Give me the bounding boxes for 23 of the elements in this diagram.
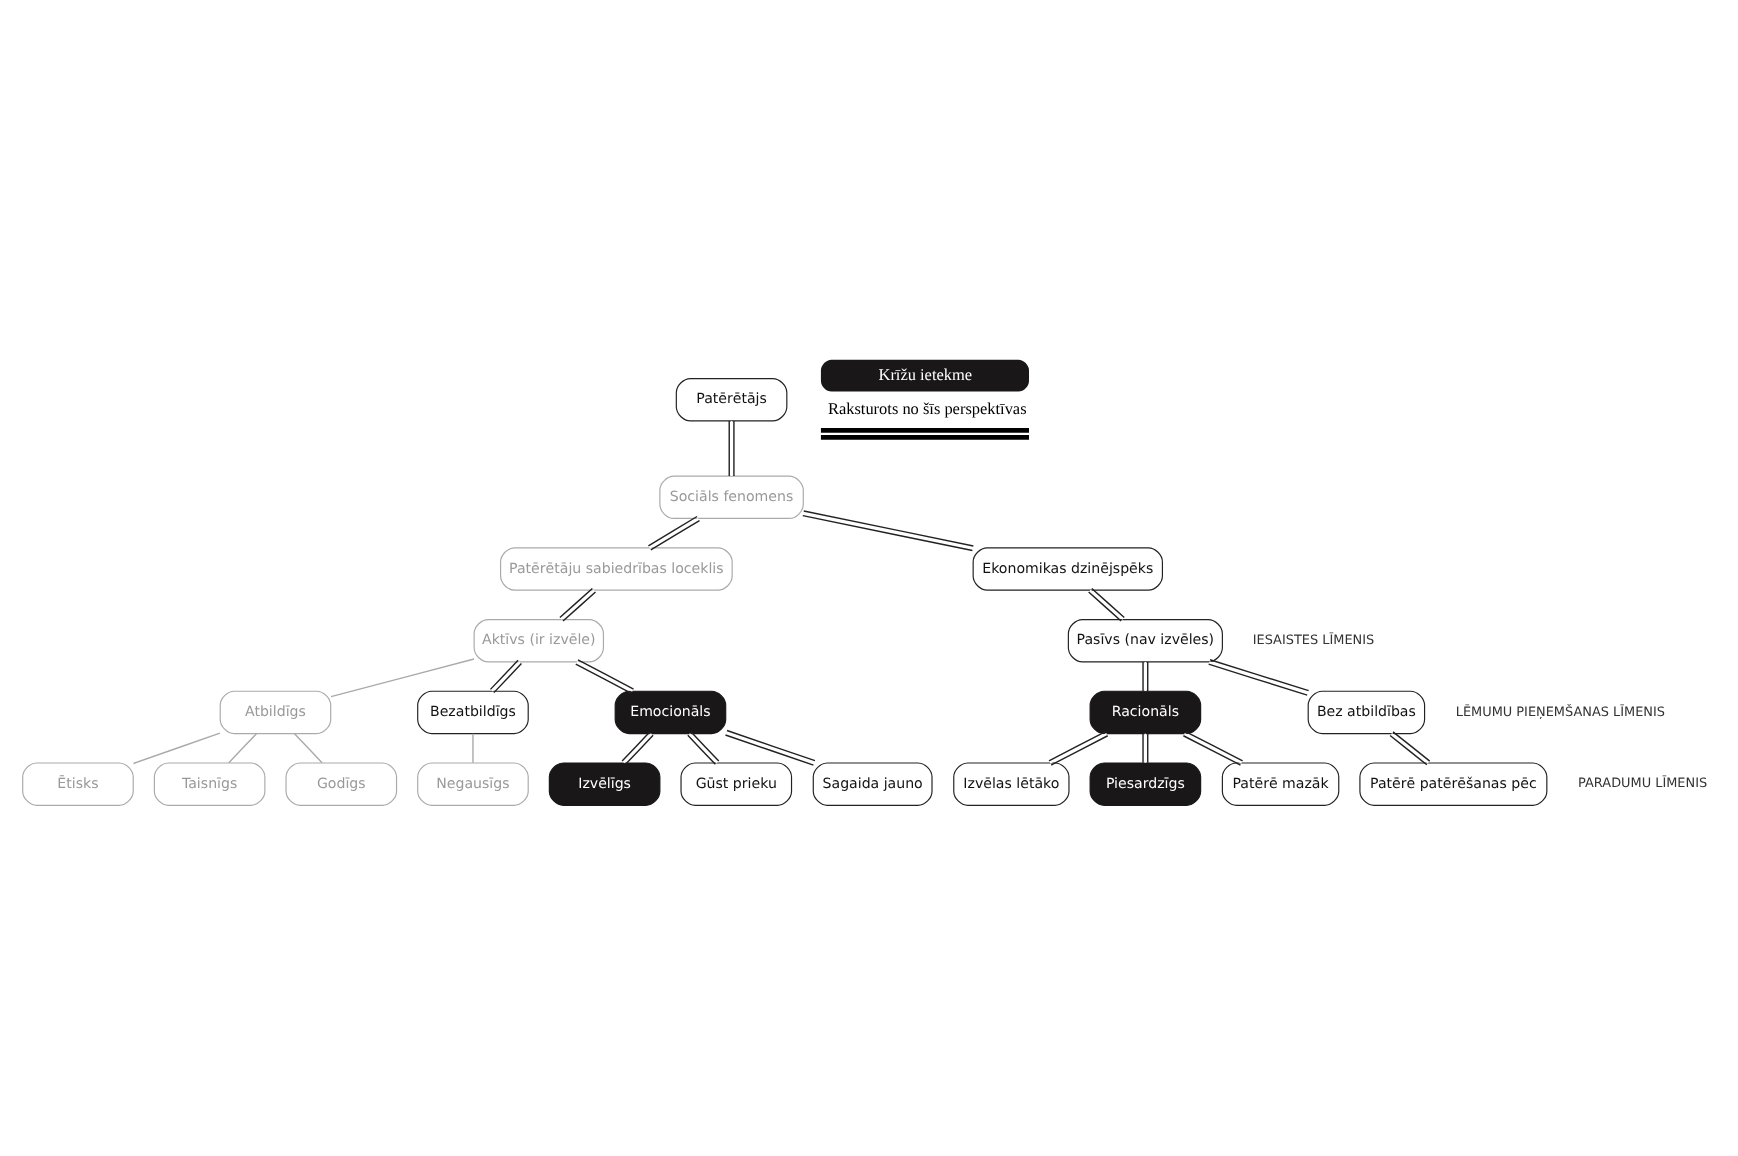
connector [329,657,474,697]
connector [646,514,700,550]
connector [471,731,473,763]
connector [227,731,257,763]
connector [131,731,220,764]
connector [488,658,522,693]
connector [1141,731,1148,763]
connector [1181,729,1243,765]
connector [1086,586,1124,621]
connector [723,728,815,765]
connector [1047,729,1108,765]
legend-label: Raksturots no šīs perspektīvas [826,399,1026,418]
connector [574,658,634,693]
connector [686,730,719,765]
connector [801,509,974,551]
connector [558,586,596,621]
legend-label: Krīžu ietekme [877,364,972,383]
connector [1141,660,1148,691]
connector [1206,658,1309,695]
connector [620,730,653,765]
connector [727,419,734,476]
connector [1388,730,1430,765]
connector [292,731,322,763]
